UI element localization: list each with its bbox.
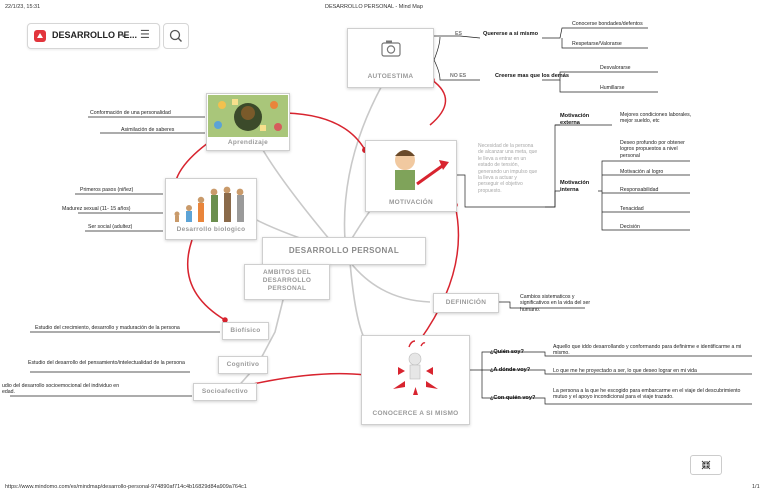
autoestima-noes-item[interactable]: Desvalorarse: [600, 65, 631, 71]
autoestima-noes-label: NO ES: [450, 73, 467, 79]
autoestima-es-item[interactable]: Respetarse/Valorarse: [572, 41, 622, 47]
socioafectivo-title: Socioafectivo: [201, 388, 249, 395]
autoestima-title: AUTOESTIMA: [367, 73, 414, 80]
search-icon: [169, 29, 182, 42]
socioafectivo-node[interactable]: Socioafectivo: [193, 383, 257, 401]
central-topic-title: DESARROLLO PERSONAL: [288, 246, 400, 255]
human-growth-illustration-icon: [174, 186, 244, 222]
conocerce-answer[interactable]: Aquello que iddo desarrollando y conform…: [553, 344, 742, 357]
motivacion-interna-item[interactable]: Responsabilidad: [620, 187, 659, 193]
biofisico-title: Biofísico: [230, 327, 261, 334]
camera-icon: [381, 40, 401, 57]
chevron-down-icon[interactable]: ∨: [120, 29, 127, 39]
motivacion-interna-item[interactable]: Deseo profundo por obtener logros propue…: [620, 140, 685, 159]
conocerce-answer[interactable]: La persona a la que he escogido para emb…: [553, 388, 741, 401]
map-toolbar: DESARROLLO PE... ∨ ☰: [27, 23, 160, 49]
cognitivo-title: Cognitivo: [226, 361, 260, 368]
search-button[interactable]: [163, 23, 189, 49]
motivacion-externa-label[interactable]: Motivación externa: [560, 113, 590, 126]
cognitivo-node[interactable]: Cognitivo: [218, 356, 268, 374]
conocerce-question[interactable]: ¿A dónde voy?: [490, 367, 531, 373]
motivacion-interna-item[interactable]: Decisión: [620, 224, 640, 230]
motivacion-interna-label[interactable]: Motivación interna: [560, 180, 590, 193]
motivacion-description: Necesidad de la persona de alcanzar una …: [478, 143, 538, 194]
biofisico-text[interactable]: Estudio del crecimiento, desarrollo y ma…: [35, 325, 180, 331]
biologico-item[interactable]: Madurez sexual (11- 15 años): [62, 206, 131, 212]
print-datetime: 22/1/23, 15:31: [5, 4, 41, 10]
autoestima-noes-branch[interactable]: Creerse mas que los demás: [495, 73, 569, 79]
cognitivo-text[interactable]: Estudio del desarrollo del pensamiento/i…: [28, 360, 185, 366]
ambitos-title: AMBITOS DEL DESARROLLO PERSONAL: [262, 269, 312, 292]
desarrollo-biologico-node[interactable]: Desarrollo biologico: [165, 178, 257, 240]
definicion-text[interactable]: Cambios sistematicos y significativos en…: [520, 294, 591, 313]
definicion-node[interactable]: DEFINICIÓN: [433, 293, 499, 313]
conocerce-question[interactable]: ¿Quién soy?: [490, 349, 524, 355]
conocerce-answer[interactable]: Lo que me he proyectado a ser, lo que de…: [553, 368, 697, 374]
autoestima-es-branch[interactable]: Quererse a si mismo: [483, 31, 539, 37]
biofisico-node[interactable]: Biofísico: [222, 322, 269, 340]
learning-illustration-icon: [208, 95, 288, 137]
motivacion-title: MOTIVACIÓN: [388, 199, 434, 206]
biologico-item[interactable]: Ser social (adultez): [88, 224, 133, 230]
mindomo-logo-icon[interactable]: [34, 30, 46, 42]
motivation-illustration-icon: [367, 142, 455, 194]
aprendizaje-title: Aprendizaje: [227, 139, 269, 146]
autoestima-noes-item[interactable]: Humillarse: [600, 85, 625, 91]
definicion-title: DEFINICIÓN: [445, 299, 487, 306]
print-page-title: DESARROLLO PERSONAL - Mind Map: [325, 4, 423, 10]
autoestima-es-label: ES: [455, 31, 462, 37]
motivacion-interna-item[interactable]: Tenacidad: [620, 206, 644, 212]
conocerce-node[interactable]: CONOCERCE A SI MISMO: [361, 335, 470, 425]
biologico-item[interactable]: Primeros pasos (niñez): [80, 187, 134, 193]
motivacion-interna-item[interactable]: Motivación al logro: [620, 169, 664, 175]
print-page-count: 1/1: [752, 484, 760, 490]
aprendizaje-item[interactable]: Conformación de una personalidad: [90, 110, 171, 116]
motivacion-node[interactable]: MOTIVACIÓN: [365, 140, 457, 212]
motivacion-externa-item[interactable]: Mejores condiciones laborales, mejor sue…: [620, 112, 692, 125]
collapse-arrows-icon: [701, 460, 711, 470]
ambitos-node[interactable]: AMBITOS DEL DESARROLLO PERSONAL: [244, 264, 330, 300]
aprendizaje-node[interactable]: Aprendizaje: [206, 93, 290, 151]
print-url: https://www.mindomo.com/es/mindmap/desar…: [5, 484, 247, 490]
conocerce-question[interactable]: ¿Con quién voy?: [490, 395, 536, 401]
map-title-dropdown[interactable]: DESARROLLO PE...: [52, 30, 138, 40]
socioafectivo-text[interactable]: udio del desarrollo socioemocional del i…: [2, 383, 120, 396]
collapse-button[interactable]: [690, 455, 722, 475]
conocerce-title: CONOCERCE A SI MISMO: [372, 410, 459, 417]
desarrollo-biologico-title: Desarrollo biologico: [176, 226, 246, 233]
self-knowledge-illustration-icon: [363, 337, 468, 405]
hamburger-menu-icon[interactable]: ☰: [140, 29, 150, 41]
central-topic-node[interactable]: DESARROLLO PERSONAL: [262, 237, 426, 265]
autoestima-node[interactable]: AUTOESTIMA: [347, 28, 434, 88]
aprendizaje-item[interactable]: Asimilación de saberes: [121, 127, 175, 133]
autoestima-es-item[interactable]: Conocerse bondades/defentos: [572, 21, 643, 27]
